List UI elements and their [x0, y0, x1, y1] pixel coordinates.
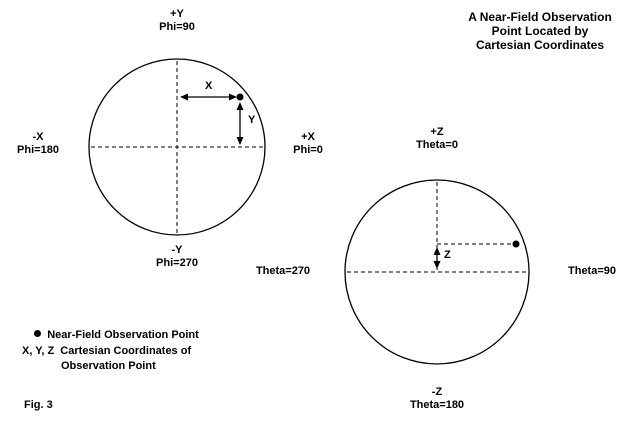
phi-left-axis-label: -X	[32, 131, 44, 143]
phi-top-axis-label: +Y	[170, 8, 184, 20]
observation-point-icon	[34, 330, 42, 337]
phi-bottom-label: -Y Phi=270	[156, 244, 198, 270]
x-arrow-right-head-icon	[229, 93, 237, 101]
theta-right-label: Theta=90	[568, 265, 616, 278]
theta-circle	[344, 179, 530, 365]
theta-left-label: Theta=270	[256, 265, 310, 278]
legend-point-row: Near-Field Observation Point	[22, 316, 199, 355]
figure-label: Fig. 3	[24, 399, 53, 411]
legend-coords-line1: X, Y, Z Cartesian Coordinates of	[22, 345, 192, 357]
phi-right-label: +X Phi=0	[293, 131, 323, 157]
z-arrow-top-head-icon	[433, 247, 441, 255]
z-dimension-label: Z	[444, 249, 451, 261]
title-line-3: Cartesian Coordinates	[475, 38, 605, 52]
theta-left-angle-label: Theta=270	[255, 265, 311, 277]
phi-right-angle-label: Phi=0	[293, 144, 323, 156]
theta-bottom-angle-label: Theta=180	[409, 399, 465, 411]
diagram-title: A Near-Field Observation Point Located b…	[452, 10, 628, 52]
phi-circle	[88, 58, 266, 236]
theta-circle-group	[344, 179, 530, 365]
y-arrow-bottom-head-icon	[236, 137, 244, 145]
x-dimension-label: X	[205, 80, 213, 92]
theta-top-label: +Z Theta=0	[416, 126, 458, 152]
phi-top-label: +Y Phi=90	[159, 8, 195, 34]
phi-top-angle-label: Phi=90	[159, 21, 195, 33]
phi-bottom-angle-label: Phi=270	[156, 257, 198, 269]
legend-coords-line2: Observation Point	[61, 360, 156, 372]
theta-right-angle-label: Theta=90	[568, 265, 616, 277]
phi-right-axis-label: +X	[301, 131, 315, 143]
legend-point-label: Near-Field Observation Point	[47, 329, 199, 341]
theta-bottom-label: -Z Theta=180	[410, 386, 464, 412]
phi-bottom-axis-label: -Y	[171, 244, 183, 256]
theta-top-angle-label: Theta=0	[416, 139, 458, 151]
z-arrow-bottom-head-icon	[433, 261, 441, 269]
y-arrow-top-head-icon	[236, 102, 244, 110]
phi-left-label: -X Phi=180	[17, 131, 59, 157]
theta-top-axis-label: +Z	[430, 126, 444, 138]
title-line-1: A Near-Field Observation	[468, 10, 612, 24]
theta-observation-point-dot	[512, 240, 520, 248]
y-dimension-label: Y	[248, 114, 256, 126]
theta-bottom-axis-label: -Z	[431, 386, 443, 398]
phi-circle-group	[88, 58, 266, 236]
phi-observation-point-dot	[236, 93, 244, 101]
phi-left-angle-label: Phi=180	[17, 144, 59, 156]
title-line-2: Point Located by	[491, 24, 589, 38]
x-arrow-left-head-icon	[180, 93, 188, 101]
